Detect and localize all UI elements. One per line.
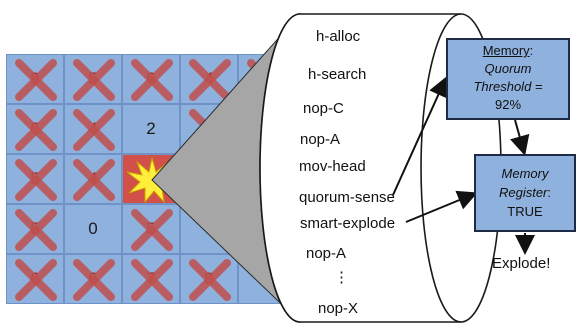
cell-value: 0 [88, 219, 98, 238]
x-mark-icon [15, 109, 57, 151]
instruction-item: h-alloc [316, 28, 361, 45]
organism-cell: 7 [122, 254, 180, 304]
memory-register-box: Memory Register: TRUE [474, 154, 576, 232]
instruction-item: nop-X [318, 300, 359, 317]
organism-cell: 6 [6, 104, 64, 154]
arrow-memory-to-register [510, 119, 530, 156]
organism-cell: 4 [64, 154, 122, 204]
register-line3: TRUE [507, 204, 543, 219]
instruction-item: nop-A [300, 131, 341, 148]
organism-cell: 2 [122, 104, 180, 154]
x-mark-icon [15, 59, 57, 101]
memory-threshold-box: Memory: Quorum Threshold = 92% [446, 38, 570, 120]
instruction-item: h-search [308, 66, 367, 83]
x-mark-icon [73, 159, 115, 201]
instruction-item: smart-explode [300, 215, 396, 232]
organism-cell: 6 [6, 254, 64, 304]
x-mark-icon [73, 59, 115, 101]
x-mark-icon [131, 209, 173, 251]
organism-cell: 5 [6, 204, 64, 254]
x-mark-icon [73, 259, 115, 301]
organism-cell: 5 [122, 204, 180, 254]
organism-cell: 4 [64, 104, 122, 154]
organism-cell: 0 [64, 204, 122, 254]
organism-cell: 6 [64, 254, 122, 304]
instruction-item: mov-head [299, 158, 366, 175]
organism-cell: 6 [122, 54, 180, 104]
organism-cell: 5 [6, 154, 64, 204]
explode-result-label: Explode! [492, 255, 551, 272]
x-mark-icon [189, 259, 231, 301]
x-mark-icon [189, 59, 231, 101]
register-line1: Memory [501, 166, 549, 181]
x-mark-icon [131, 259, 173, 301]
instruction-item: quorum-sense [299, 189, 395, 206]
cell-value: 2 [146, 119, 156, 138]
x-mark-icon [131, 59, 173, 101]
organism-cell: 5 [64, 54, 122, 104]
x-mark-icon [15, 159, 57, 201]
genome-cylinder-rim [420, 13, 462, 323]
instruction-ellipsis: ⋮ [334, 269, 349, 286]
arrow-explode-to-register [405, 190, 478, 223]
register-line2: Register: [498, 185, 552, 200]
x-mark-icon [15, 209, 57, 251]
arrow-quorum-to-memory [392, 76, 448, 196]
organism-cell: 8 [180, 254, 238, 304]
memory-line2: Threshold = [473, 79, 543, 94]
instruction-item: nop-C [303, 100, 344, 117]
instruction-item: nop-A [306, 245, 347, 262]
organism-cell: 9 [6, 54, 64, 104]
memory-title: Memory: [482, 43, 534, 58]
memory-line1: Quorum [484, 61, 532, 76]
x-mark-icon [15, 259, 57, 301]
memory-line3: 92% [494, 97, 522, 112]
x-mark-icon [73, 109, 115, 151]
genome-cylinder-left-edge [259, 13, 301, 323]
